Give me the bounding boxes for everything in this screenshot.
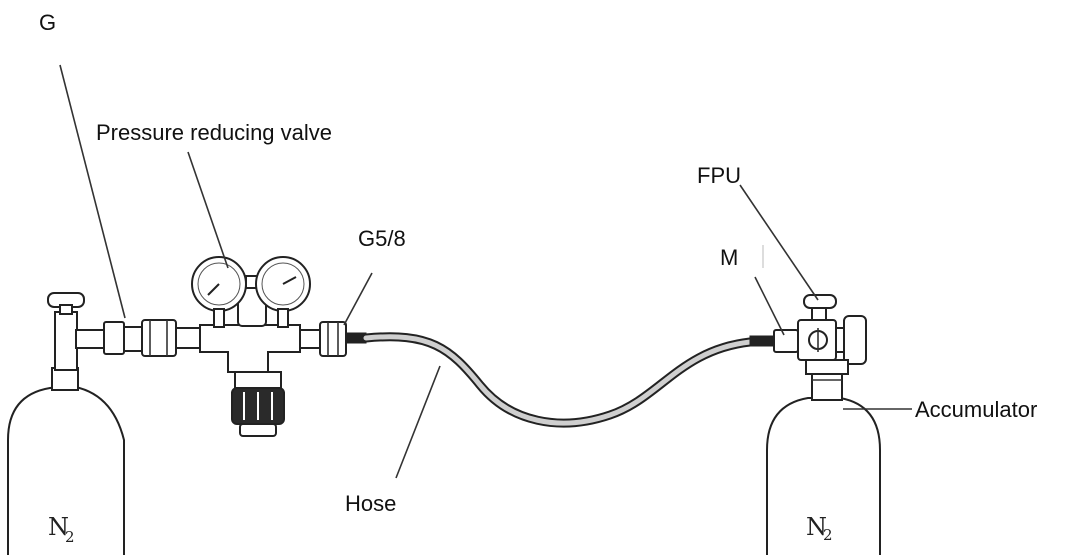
left-pressure-gauge — [191, 256, 247, 328]
accumulator: N 2 — [766, 371, 881, 555]
leader-g58 — [343, 272, 373, 326]
label-g: G — [39, 10, 56, 35]
label-hose: Hose — [345, 491, 396, 516]
charging-hose — [361, 332, 755, 428]
right-cylinder-gas-symbol: N — [806, 513, 827, 541]
label-pressure-reducing-valve: Pressure reducing valve — [96, 120, 332, 145]
right-cylinder-gas-subscript: 2 — [823, 526, 833, 544]
left-cylinder-gas-subscript: 2 — [65, 528, 75, 546]
left-cylinder-gas-symbol: N — [48, 513, 69, 541]
leader-pressure-reducing-valve — [187, 151, 229, 269]
leader-fpu — [739, 184, 819, 301]
left-connection-pipe — [75, 319, 207, 357]
label-g58: G5/8 — [358, 226, 406, 251]
leader-g — [59, 64, 126, 319]
left-nitrogen-cylinder: N 2 — [7, 292, 125, 555]
leader-m — [754, 276, 785, 336]
label-accumulator: Accumulator — [915, 397, 1037, 422]
right-pressure-gauge — [255, 256, 311, 328]
label-m: M — [720, 245, 738, 270]
leader-hose — [395, 365, 441, 479]
label-fpu: FPU — [697, 163, 741, 188]
regulator-outlet-fitting — [299, 321, 367, 357]
filling-pressure-unit — [749, 294, 867, 375]
